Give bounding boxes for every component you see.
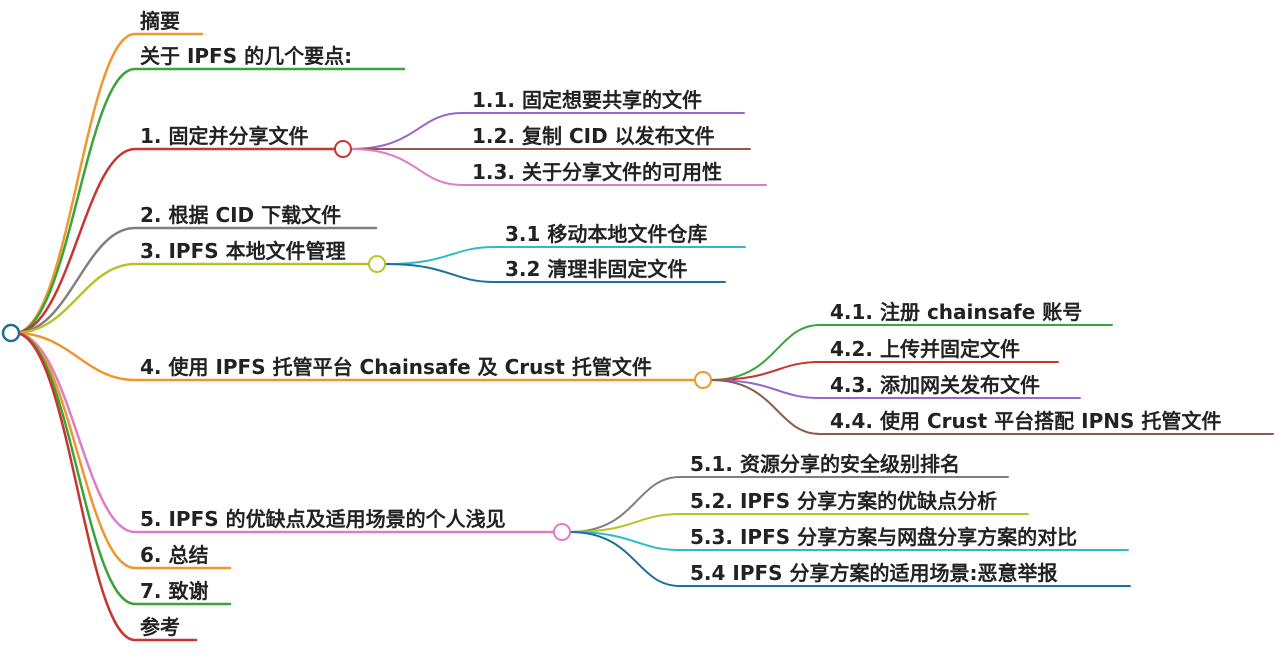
branch-label[interactable]: 关于 IPFS 的几个要点: — [140, 44, 352, 68]
branch-line — [13, 67, 406, 335]
child-label[interactable]: 4.1. 注册 chainsafe 账号 — [830, 300, 1082, 324]
child-label[interactable]: 3.1 移动本地文件仓库 — [505, 222, 707, 246]
branch-label[interactable]: 4. 使用 IPFS 托管平台 Chainsafe 及 Crust 托管文件 — [140, 355, 652, 379]
child-line — [569, 531, 1131, 587]
branch-line — [13, 262, 370, 335]
child-label[interactable]: 4.2. 上传并固定文件 — [830, 337, 1020, 361]
child-label[interactable]: 1.1. 固定想要共享的文件 — [472, 88, 702, 112]
collapse-toggle[interactable] — [334, 140, 352, 158]
child-label[interactable]: 5.2. IPFS 分享方案的优缺点分析 — [690, 489, 997, 513]
branch-label[interactable]: 3. IPFS 本地文件管理 — [140, 239, 346, 263]
branch-label[interactable]: 摘要 — [140, 9, 180, 33]
child-line — [710, 379, 1274, 435]
child-label[interactable]: 4.3. 添加网关发布文件 — [830, 373, 1040, 397]
branch-label[interactable]: 2. 根据 CID 下载文件 — [140, 203, 341, 227]
child-line — [710, 379, 1081, 399]
branch-line — [13, 226, 378, 335]
collapse-toggle[interactable] — [553, 523, 571, 541]
branch-line — [13, 331, 198, 642]
child-line — [569, 531, 1129, 551]
child-label[interactable]: 1.2. 复制 CID 以发布文件 — [472, 124, 715, 148]
child-line — [350, 112, 745, 150]
collapse-toggle[interactable] — [368, 255, 386, 273]
branch-line — [13, 331, 696, 382]
branch-label[interactable]: 参考 — [140, 615, 180, 639]
branch-label[interactable]: 6. 总结 — [140, 543, 208, 567]
child-line — [710, 324, 1113, 381]
child-line — [569, 513, 1029, 533]
branch-line — [13, 32, 204, 335]
child-line — [384, 246, 746, 265]
connector-layer — [13, 32, 1274, 642]
child-label[interactable]: 4.4. 使用 Crust 平台搭配 IPNS 托管文件 — [830, 409, 1221, 433]
child-line — [384, 263, 726, 283]
branch-label[interactable]: 5. IPFS 的优缺点及适用场景的个人浅见 — [140, 507, 506, 531]
child-label[interactable]: 3.2 清理非固定文件 — [505, 257, 687, 281]
collapse-toggle[interactable] — [694, 371, 712, 389]
child-label[interactable]: 5.3. IPFS 分享方案与网盘分享方案的对比 — [690, 525, 1077, 549]
child-line — [569, 476, 1009, 533]
branch-label[interactable]: 1. 固定并分享文件 — [140, 124, 308, 148]
child-label[interactable]: 5.4 IPFS 分享方案的适用场景:恶意举报 — [690, 561, 1058, 585]
branch-label[interactable]: 7. 致谢 — [140, 579, 208, 603]
root-node[interactable] — [1, 323, 21, 343]
child-label[interactable]: 1.3. 关于分享文件的可用性 — [472, 160, 722, 184]
child-label[interactable]: 5.1. 资源分享的安全级别排名 — [690, 452, 960, 476]
child-line — [710, 361, 1059, 381]
branch-line — [13, 147, 336, 335]
child-line — [350, 148, 767, 186]
